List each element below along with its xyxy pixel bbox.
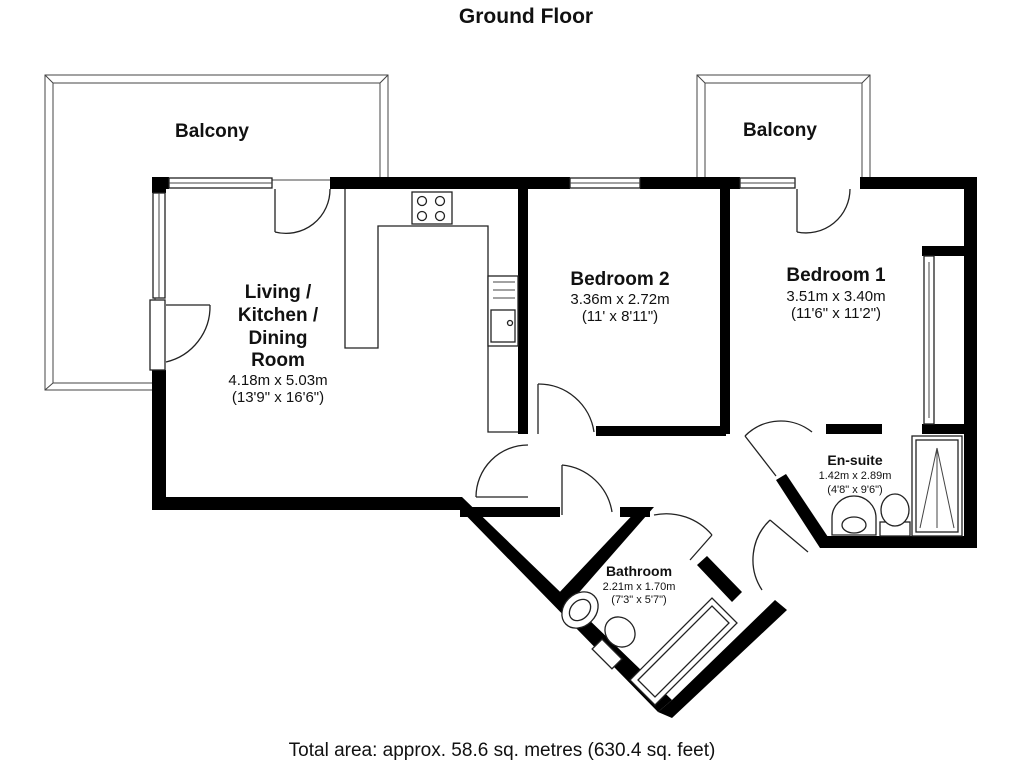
living-label-line3: Dining [248,328,307,349]
ensuite-dim-metric: 1.42m x 2.89m [819,470,892,482]
ensuite-dim-imperial: (4'8" x 9'6") [827,484,882,496]
living-dim-metric: 4.18m x 5.03m [228,372,327,389]
doors [149,188,851,591]
windows [152,177,796,299]
wardrobe [923,255,935,425]
plan-title: Ground Floor [459,5,593,28]
living-dim-imperial: (13'9" x 16'6") [232,389,324,406]
balcony-right-label: Balcony [743,120,817,141]
interior-walls [460,189,964,605]
bathroom-fixtures [561,591,738,706]
balcony-left-label: Balcony [175,121,249,142]
living-label-line4: Room [251,350,305,371]
kitchen-units [344,189,519,433]
bedroom2-label: Bedroom 2 [570,269,669,290]
living-label-line1: Living / [245,282,312,303]
exterior-walls [152,177,977,718]
bathroom-dim-metric: 2.21m x 1.70m [603,581,676,593]
total-area-caption: Total area: approx. 58.6 sq. metres (630… [289,740,716,761]
bedroom1-dim-imperial: (11'6" x 11'2") [791,305,881,322]
balcony-right [696,74,871,180]
ensuite-fixtures [831,435,963,537]
living-label-line2: Kitchen / [238,305,319,326]
bedroom2-dim-imperial: (11' x 8'11") [582,308,658,325]
bedroom2-dim-metric: 3.36m x 2.72m [570,291,669,308]
bathroom-dim-imperial: (7'3" x 5'7") [611,594,666,606]
bathroom-label: Bathroom [606,563,672,579]
bedroom1-dim-metric: 3.51m x 3.40m [786,288,885,305]
ensuite-label: En-suite [827,452,882,468]
bedroom1-label: Bedroom 1 [786,265,886,286]
